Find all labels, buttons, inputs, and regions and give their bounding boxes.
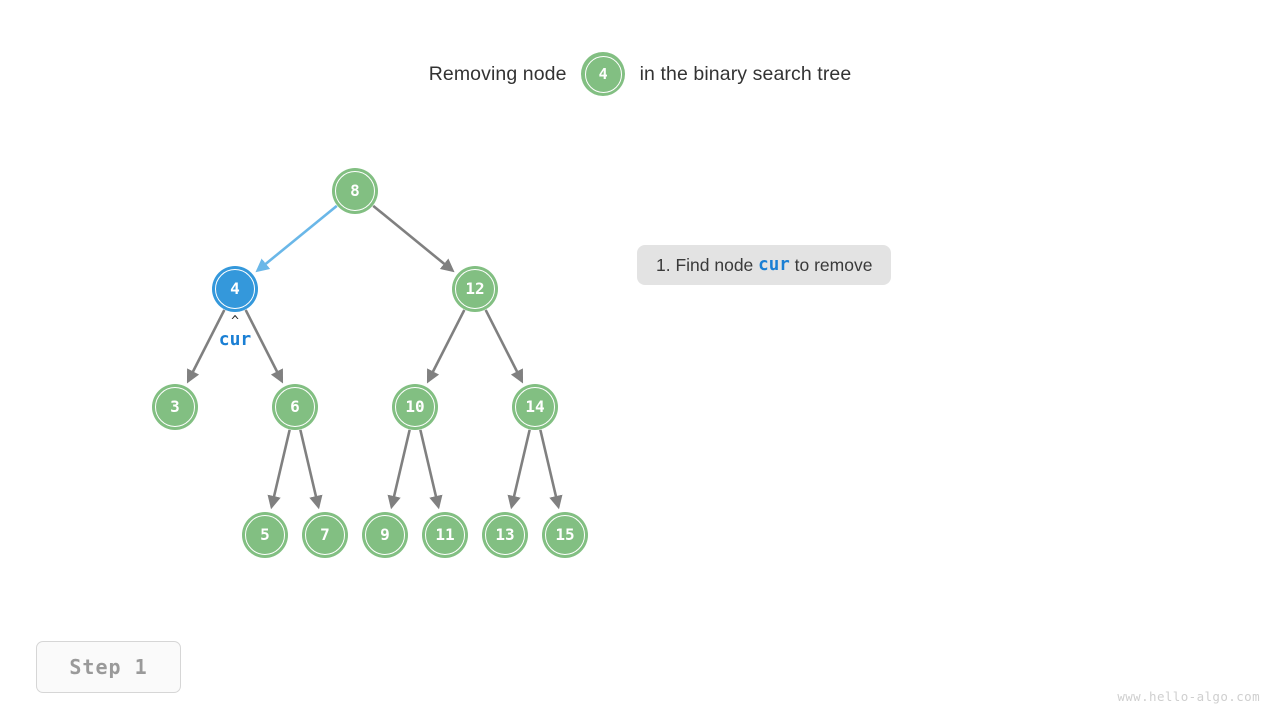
- tree-node-value: 12: [465, 279, 485, 298]
- annotation-suffix: to remove: [789, 254, 873, 275]
- tree-node-value: 6: [290, 397, 300, 416]
- tree-node-12: 12: [452, 266, 498, 312]
- tree-node-9: 9: [362, 512, 408, 558]
- tree-node-7: 7: [302, 512, 348, 558]
- page-title: Removing node 4 in the binary search tre…: [0, 52, 1280, 96]
- step-badge: Step 1: [36, 641, 181, 693]
- tree-node-10: 10: [392, 384, 438, 430]
- tree-node-value: 11: [435, 525, 455, 544]
- tree-node-value: 3: [170, 397, 180, 416]
- tree-node-value: 5: [260, 525, 270, 544]
- tree-node-value: 7: [320, 525, 330, 544]
- tree-node-6: 6: [272, 384, 318, 430]
- cur-pointer-label: cur: [218, 329, 252, 350]
- tree-node-4: 4: [212, 266, 258, 312]
- title-node-badge: 4: [581, 52, 626, 96]
- tree-node-5: 5: [242, 512, 288, 558]
- tree-node-13: 13: [482, 512, 528, 558]
- tree-node-value: 14: [525, 397, 545, 416]
- cur-pointer: ^ cur: [190, 314, 280, 350]
- title-prefix: Removing node: [428, 62, 573, 85]
- tree-node-value: 10: [405, 397, 425, 416]
- annotation-code: cur: [758, 255, 790, 275]
- tree-node-value: 8: [350, 181, 360, 200]
- annotation-box: 1. Find node cur to remove: [637, 245, 892, 285]
- title-node-value: 4: [598, 65, 608, 83]
- tree-node-14: 14: [512, 384, 558, 430]
- tree-node-8: 8: [332, 168, 378, 214]
- tree-node-value: 15: [555, 525, 575, 544]
- tree-node-value: 9: [380, 525, 390, 544]
- tree-node-value: 4: [230, 279, 240, 298]
- annotation-prefix: 1. Find node: [656, 254, 759, 275]
- tree-node-15: 15: [542, 512, 588, 558]
- tree-node-3: 3: [152, 384, 198, 430]
- watermark: www.hello-algo.com: [1117, 689, 1260, 704]
- tree-node-11: 11: [422, 512, 468, 558]
- title-suffix: in the binary search tree: [634, 62, 852, 85]
- step-label: Step 1: [69, 655, 148, 679]
- cur-caret-icon: ^: [231, 314, 239, 329]
- tree-node-value: 13: [495, 525, 515, 544]
